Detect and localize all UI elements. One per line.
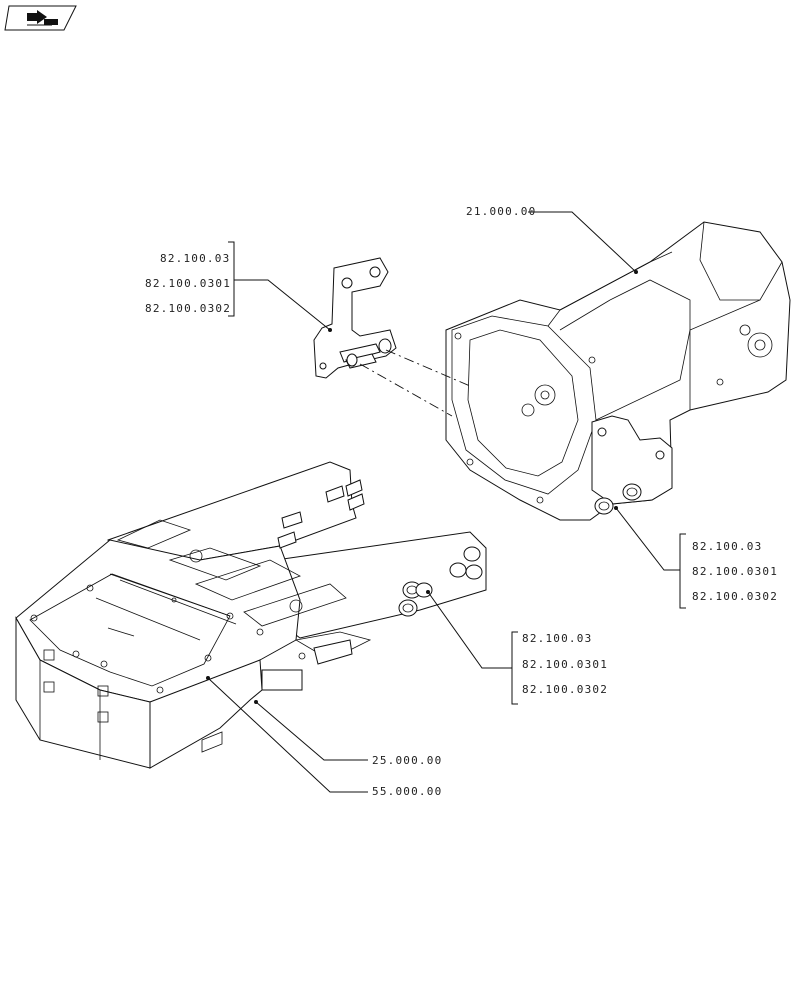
page-navigation-icon[interactable] xyxy=(4,5,77,31)
callout-upper-3: 82.100.0302 xyxy=(145,302,231,315)
callout-right-3: 82.100.0302 xyxy=(692,590,778,603)
transmission-housing xyxy=(445,221,791,521)
callout-middle-1: 82.100.03 xyxy=(522,632,592,645)
callout-upper-1: 82.100.03 xyxy=(160,252,230,265)
callout-right-2: 82.100.0301 xyxy=(692,565,778,578)
callout-right-1: 82.100.03 xyxy=(692,540,762,553)
callout-group-right: 82.100.03 82.100.0301 82.100.0302 xyxy=(692,540,778,603)
callout-upper-2: 82.100.0301 xyxy=(145,277,231,290)
callout-front-support: 55.000.00 xyxy=(372,785,442,798)
callout-front-frame: 25.000.00 xyxy=(372,754,442,767)
callout-middle-3: 82.100.0302 xyxy=(522,683,608,696)
callout-group-middle: 82.100.03 82.100.0301 82.100.0302 xyxy=(522,632,608,696)
callout-transmission: 21.000.00 xyxy=(466,205,536,218)
leader-lines xyxy=(206,211,686,793)
mounting-bracket xyxy=(313,257,471,417)
callout-group-upper: 82.100.03 82.100.0301 82.100.0302 xyxy=(145,252,231,315)
callout-middle-2: 82.100.0301 xyxy=(522,658,608,671)
front-frame-assembly xyxy=(15,461,487,769)
